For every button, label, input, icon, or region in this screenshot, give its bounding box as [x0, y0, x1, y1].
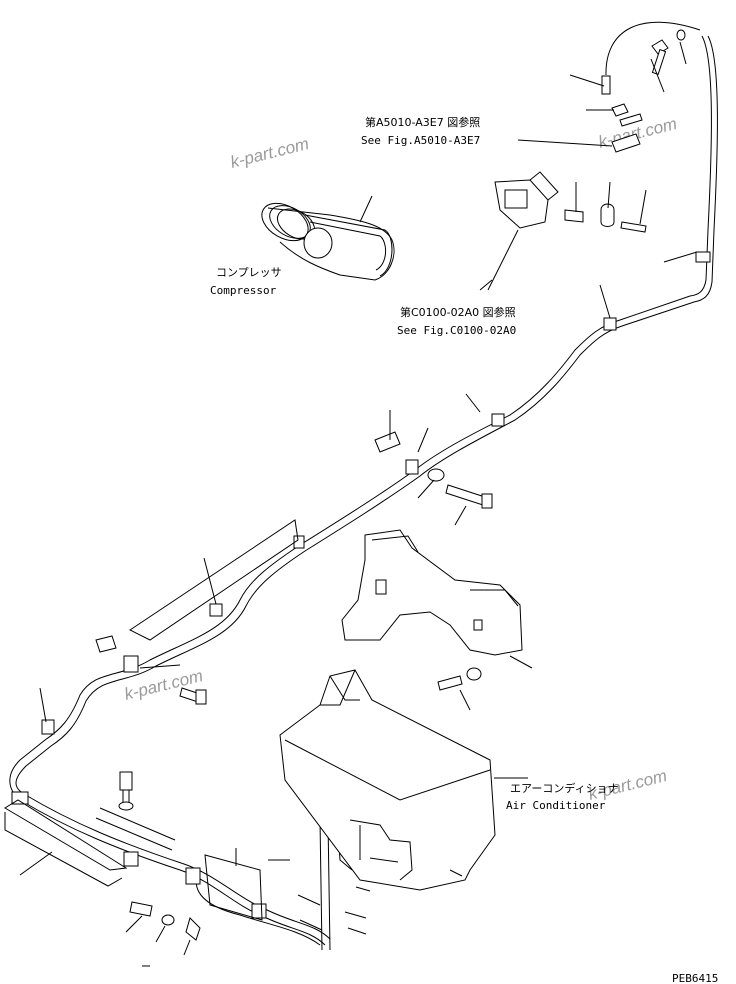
clamp: [695, 251, 711, 263]
clamp: [123, 655, 139, 673]
clamp: [209, 603, 223, 617]
aircon-label-jp: エアーコンディショナ: [510, 781, 619, 795]
compressor-label-en: Compressor: [210, 284, 277, 297]
clamp: [603, 317, 617, 331]
ref-label-a-en: See Fig.A5010-A3E7: [361, 134, 480, 147]
clamp: [185, 867, 201, 885]
brackets: [4, 519, 299, 921]
leader-lines: [19, 41, 698, 967]
air-duct: [341, 529, 523, 656]
compressor: [261, 195, 395, 281]
watermark-1: k-part.com: [228, 134, 311, 172]
clamp: [491, 413, 505, 427]
clamp: [251, 903, 267, 919]
pipe-clamps: [11, 251, 711, 919]
aircon-label-en: Air Conditioner: [506, 799, 606, 812]
ref-label-a-jp: 第A5010-A3E7 図参照: [365, 115, 480, 129]
clamp: [405, 459, 419, 475]
fittings-upper: [494, 29, 686, 233]
pipe-run: [9, 21, 718, 951]
ref-label-c-en: See Fig.C0100-02A0: [397, 324, 516, 337]
compressor-label-jp: コンプレッサ: [216, 266, 282, 279]
drawing-code: PEB6415: [672, 972, 718, 984]
clamp: [123, 851, 139, 867]
hardware-middle: [95, 431, 493, 941]
clamp: [293, 535, 305, 549]
ref-label-c-jp: 第C0100-02A0 図参照: [400, 305, 516, 319]
air-conditioner-unit: [279, 669, 496, 891]
clamp: [41, 719, 55, 735]
